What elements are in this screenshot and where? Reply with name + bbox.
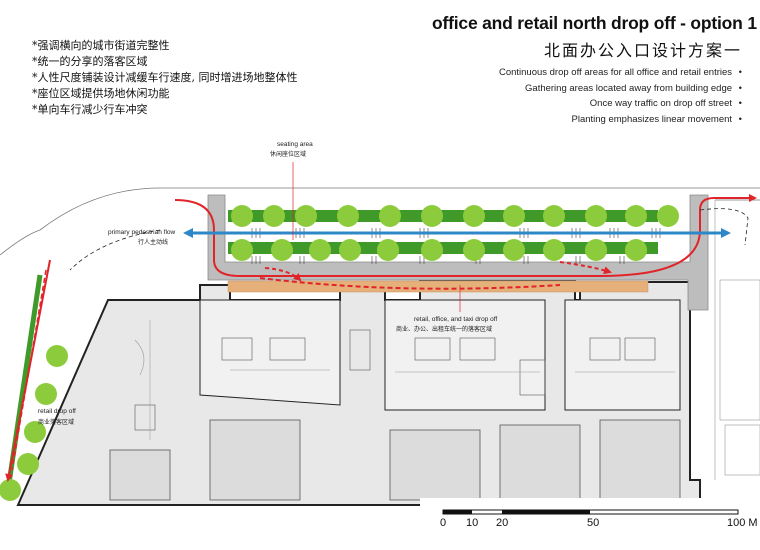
note-en-3: Once way traffic on drop off street [499,96,742,112]
scale-tick-100: 100 M [727,517,758,529]
note-cn-3: *人性尺度铺装设计减缓车行速度, 同时增进场地整体性 [32,71,298,84]
label-seating-en: seating area [277,141,313,148]
scale-bar: 0 10 20 50 100 M [420,498,760,534]
label-pedestrian-cn: 行人主动线 [138,238,168,246]
label-retail-dropoff-cn: 商业落客区域 [38,418,74,426]
scale-tick-10: 10 [466,517,478,529]
seating-area [228,205,679,264]
label-dropoff-cn: 商业、办公、出租车统一的落客区域 [396,325,492,333]
note-en-4: Planting emphasizes linear movement [499,112,742,128]
note-cn-4: *座位区域提供场地休闲功能 [32,87,170,100]
label-pedestrian-en: primary pedestrian flow [108,229,175,236]
building-block [16,279,701,506]
vehicle-flow-arrows [5,194,757,482]
title-chinese: 北面办公入口设计方案一 [543,41,742,60]
leader-lines [292,162,461,312]
note-cn-5: *单向车行减少行车冲突 [32,103,148,116]
drop-off-paving-strip [227,280,649,293]
notes-chinese-list: *强调横向的城市街道完整性 *统一的分享的落客区域 *人性尺度铺装设计减缓车行速… [32,38,298,118]
right-edge-lines [714,200,760,480]
scale-tick-20: 20 [496,517,508,529]
label-dropoff-en: retail, office, and taxi drop off [414,316,497,323]
label-seating-cn: 休闲座位区域 [270,150,306,158]
note-cn-1: *强调横向的城市街道完整性 [32,39,170,52]
notes-english-list: Continuous drop off areas for all office… [499,65,742,127]
scale-tick-0: 0 [440,517,446,529]
label-retail-dropoff-en: retail drop off [38,408,76,415]
tree-row-top [231,205,679,227]
drop-off-road [207,194,709,311]
note-cn-2: *统一的分享的落客区域 [32,55,148,68]
note-en-1: Continuous drop off areas for all office… [499,65,742,81]
plan-labels: seating area 休闲座位区域 primary pedestrian f… [38,141,497,426]
note-en-2: Gathering areas located away from buildi… [499,81,742,97]
tree-row-bottom [231,239,647,261]
scale-tick-50: 50 [587,517,599,529]
title-english: office and retail north drop off - optio… [432,13,757,33]
